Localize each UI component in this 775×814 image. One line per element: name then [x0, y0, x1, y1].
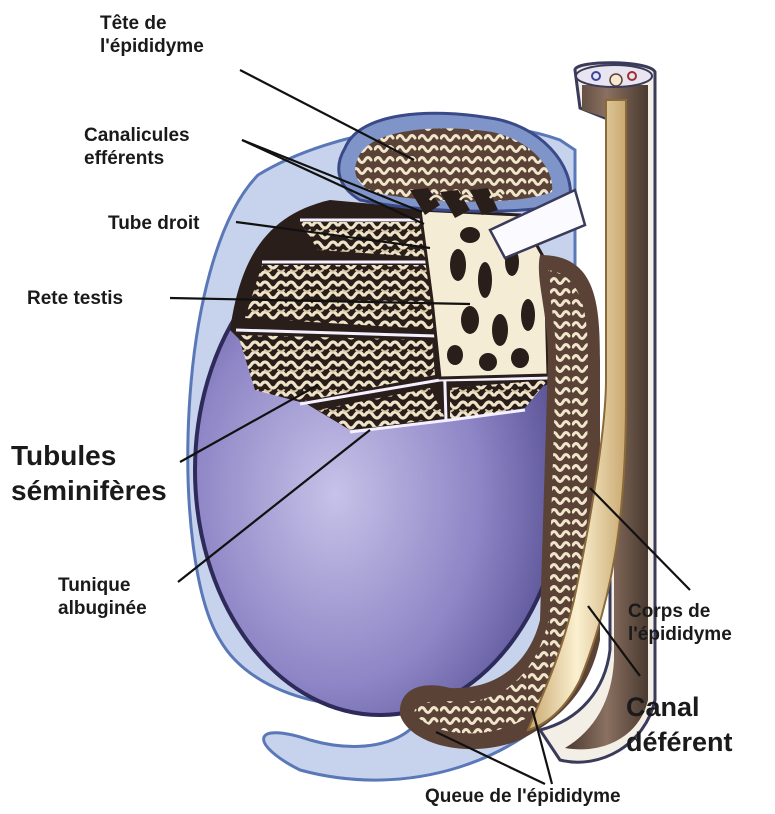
label-tubules-line2: séminifères	[11, 473, 167, 508]
label-tete-line2: l'épididyme	[100, 35, 204, 58]
label-canal-line2: déférent	[626, 725, 733, 760]
label-tunique-albuginee: Tunique albuginée	[58, 574, 147, 620]
label-rete-testis: Rete testis	[27, 287, 123, 310]
label-tunique-line2: albuginée	[58, 597, 147, 620]
label-corps-line1: Corps de	[628, 600, 732, 623]
label-tete-epididyme: Tête de l'épididyme	[100, 12, 204, 58]
label-corps-line2: l'épididyme	[628, 623, 732, 646]
label-canalicules-efferents: Canalicules efférents	[84, 124, 190, 170]
label-canal-deferent: Canal déférent	[626, 690, 733, 760]
label-queue-text: Queue de l'épididyme	[425, 785, 621, 808]
label-canal-line1: Canal	[626, 690, 733, 725]
label-tubules-line1: Tubules	[11, 438, 167, 473]
label-tete-line1: Tête de	[100, 12, 204, 35]
label-tube-droit: Tube droit	[108, 212, 199, 235]
label-tubules-seminiferes: Tubules séminifères	[11, 438, 167, 508]
label-tube-droit-text: Tube droit	[108, 212, 199, 235]
label-queue-epididyme: Queue de l'épididyme	[425, 785, 621, 808]
label-canalicules-line1: Canalicules	[84, 124, 190, 147]
label-corps-epididyme: Corps de l'épididyme	[628, 600, 732, 646]
label-rete-text: Rete testis	[27, 287, 123, 310]
label-tunique-line1: Tunique	[58, 574, 147, 597]
label-canalicules-line2: efférents	[84, 147, 190, 170]
